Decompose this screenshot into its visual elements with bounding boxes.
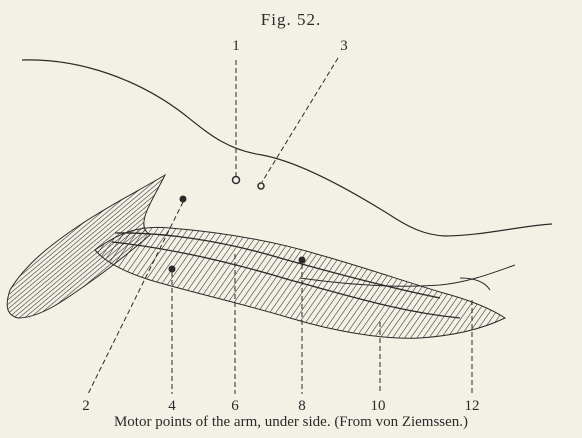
label-1: 1 [232, 38, 240, 54]
label-8: 8 [298, 398, 306, 414]
arm-upper-outline [22, 60, 552, 236]
pointer-line-3 [262, 58, 338, 182]
elbow-outline [460, 278, 490, 290]
motor-point-4 [169, 266, 176, 273]
motor-point-1 [233, 177, 240, 184]
figure-caption: Motor points of the arm, under side. (Fr… [0, 414, 582, 431]
label-4: 4 [168, 398, 176, 414]
label-6: 6 [231, 398, 239, 414]
label-10: 10 [371, 398, 386, 414]
motor-point-8 [299, 257, 306, 264]
motor-point-3 [258, 183, 264, 189]
motor-point-2 [180, 196, 187, 203]
label-2: 2 [82, 398, 90, 414]
label-3: 3 [340, 38, 348, 54]
label-12: 12 [465, 398, 480, 414]
